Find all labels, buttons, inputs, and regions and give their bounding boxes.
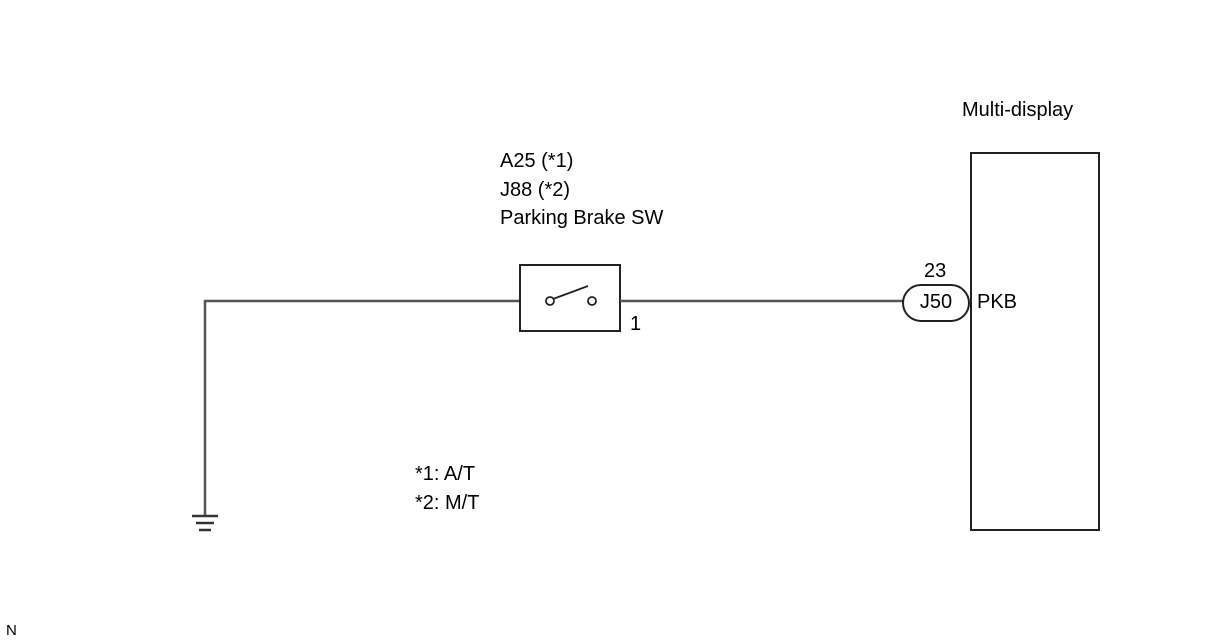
j50-connector-pill — [902, 284, 970, 322]
parking-brake-switch-box — [519, 264, 621, 332]
multi-display-box — [970, 152, 1100, 531]
module-pin-number: 23 — [924, 260, 946, 282]
module-pin-name: PKB — [977, 291, 1017, 313]
switch-connector-line1: A25 (*1) — [500, 150, 573, 172]
module-title: Multi-display — [962, 99, 1073, 121]
switch-connector-line2: J88 (*2) — [500, 179, 570, 201]
ground-icon — [192, 514, 218, 532]
module-connector-label: J50 — [920, 291, 952, 313]
switch-contact-icon — [545, 285, 597, 306]
ground-wire — [203, 299, 520, 516]
switch-pin-number: 1 — [630, 313, 641, 335]
note-1: *1: A/T — [415, 463, 475, 485]
switch-name: Parking Brake SW — [500, 207, 664, 229]
corner-mark: N — [6, 622, 17, 639]
note-2: *2: M/T — [415, 492, 479, 514]
